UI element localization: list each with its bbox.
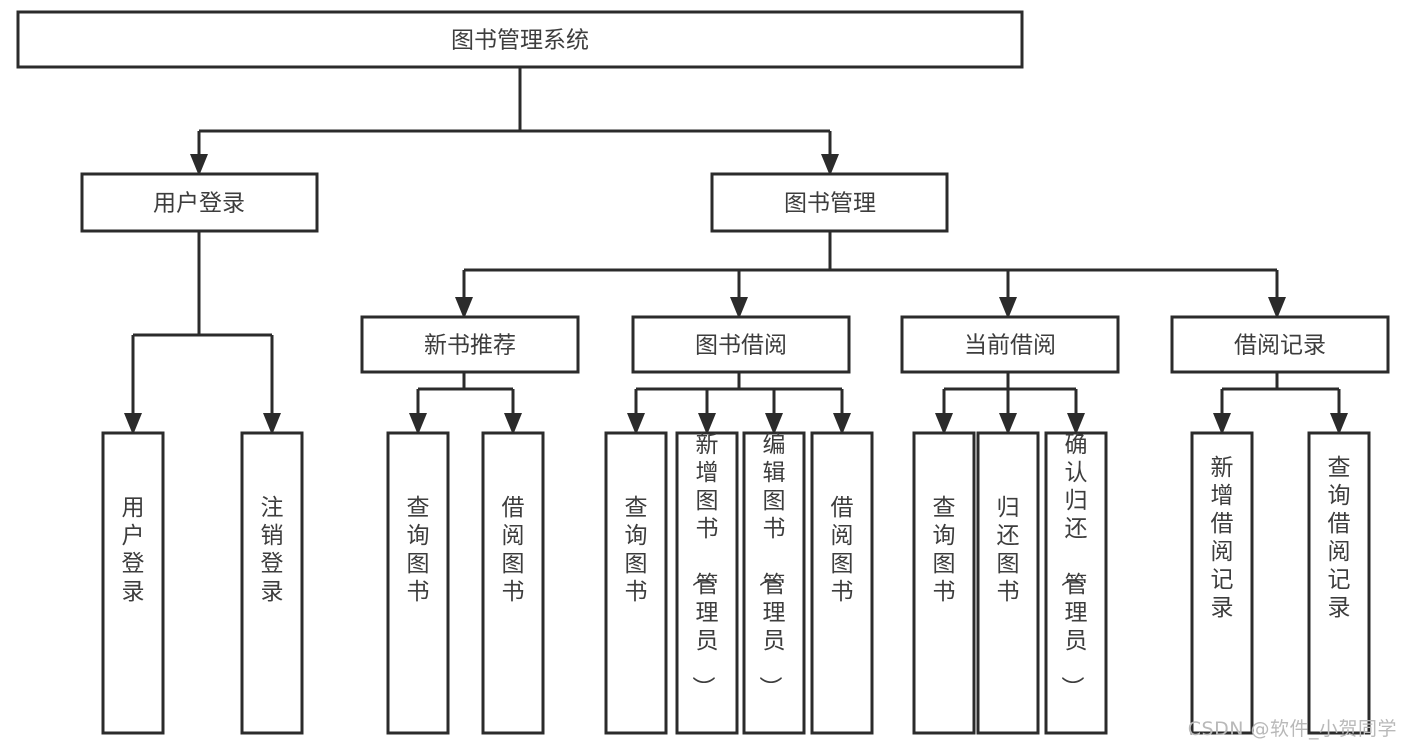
book-borrow-box bbox=[631, 315, 851, 374]
new-book-recommend-label: 新书推荐 bbox=[424, 333, 516, 359]
book-management-label: 图书管理 bbox=[784, 191, 876, 217]
leaf-label-vertical: 用户登录 bbox=[122, 495, 145, 605]
node-root-book-management-system[interactable]: 图书管理系统 bbox=[16, 10, 1024, 69]
node-borrow-record[interactable]: 借阅记录 bbox=[1170, 315, 1390, 374]
root-box bbox=[16, 10, 1024, 69]
leaf-box bbox=[912, 431, 976, 735]
leaf-label-vertical: 新增借阅记录 bbox=[1211, 455, 1234, 621]
leaf-box bbox=[240, 431, 304, 735]
leaf-box bbox=[675, 431, 739, 735]
current-borrow-box bbox=[900, 315, 1120, 374]
leaf-user-login-logout[interactable]: 注销登录 bbox=[240, 431, 304, 735]
leaf-box bbox=[604, 431, 668, 735]
leaf-current-confirm-return-admin[interactable]: 确认归还（管理员） bbox=[1044, 431, 1108, 735]
leaf-box bbox=[976, 431, 1040, 735]
edge-layer bbox=[124, 67, 1348, 435]
leaf-label-vertical: 借阅图书 bbox=[831, 495, 854, 605]
current-borrow-label: 当前借阅 bbox=[964, 333, 1056, 359]
leaf-box bbox=[810, 431, 874, 735]
book-management-box bbox=[710, 172, 949, 233]
book-borrow-label: 图书借阅 bbox=[695, 333, 787, 359]
leaf-borrow-borrow-book[interactable]: 借阅图书 bbox=[810, 431, 874, 735]
leaf-label-vertical: 查询借阅记录 bbox=[1328, 455, 1351, 621]
leaf-label-vertical: 查询图书 bbox=[625, 495, 648, 605]
leaf-box bbox=[742, 431, 806, 735]
leaf-label-vertical: 注销登录 bbox=[261, 495, 284, 605]
node-user-login[interactable]: 用户登录 bbox=[80, 172, 319, 233]
leaf-user-login-login[interactable]: 用户登录 bbox=[101, 431, 165, 735]
leaf-current-query-book[interactable]: 查询图书 bbox=[912, 431, 976, 735]
node-current-borrow[interactable]: 当前借阅 bbox=[900, 315, 1120, 374]
leaf-recommend-query-book[interactable]: 查询图书 bbox=[386, 431, 450, 735]
leaf-label-vertical: 确认归还（管理员） bbox=[1059, 432, 1088, 699]
leaf-borrow-edit-book-admin[interactable]: 编辑图书（管理员） bbox=[742, 431, 806, 735]
leaf-borrow-query-book[interactable]: 查询图书 bbox=[604, 431, 668, 735]
leaf-box bbox=[101, 431, 165, 735]
leaf-recommend-borrow-book[interactable]: 借阅图书 bbox=[481, 431, 545, 735]
leaf-borrow-add-book-admin[interactable]: 新增图书（管理员） bbox=[675, 431, 739, 735]
leaf-label-vertical: 借阅图书 bbox=[502, 495, 525, 605]
borrow-record-box bbox=[1170, 315, 1390, 374]
csdn-watermark: CSDN @软件_小贺同学 bbox=[1187, 718, 1397, 740]
leaf-box bbox=[1044, 431, 1108, 735]
root-label: 图书管理系统 bbox=[451, 28, 589, 54]
leaf-label-vertical: 新增图书（管理员） bbox=[690, 432, 719, 699]
node-book-management[interactable]: 图书管理 bbox=[710, 172, 949, 233]
leaf-label-vertical: 查询图书 bbox=[407, 495, 430, 605]
leaf-label-vertical: 查询图书 bbox=[933, 495, 956, 605]
leaf-box bbox=[386, 431, 450, 735]
leaf-box bbox=[1307, 431, 1371, 735]
leaf-record-query-record[interactable]: 查询借阅记录 bbox=[1307, 431, 1371, 735]
borrow-record-label: 借阅记录 bbox=[1234, 333, 1326, 359]
leaf-box bbox=[481, 431, 545, 735]
user-login-label: 用户登录 bbox=[153, 191, 245, 217]
node-book-borrow[interactable]: 图书借阅 bbox=[631, 315, 851, 374]
user-login-box bbox=[80, 172, 319, 233]
leaf-current-return-book[interactable]: 归还图书 bbox=[976, 431, 1040, 735]
leaf-label-vertical: 编辑图书（管理员） bbox=[757, 432, 786, 699]
leaf-box bbox=[1190, 431, 1254, 735]
leaf-label-vertical: 归还图书 bbox=[997, 495, 1020, 605]
node-new-book-recommend[interactable]: 新书推荐 bbox=[360, 315, 580, 374]
new-book-recommend-box bbox=[360, 315, 580, 374]
leaf-record-add-record[interactable]: 新增借阅记录 bbox=[1190, 431, 1254, 735]
